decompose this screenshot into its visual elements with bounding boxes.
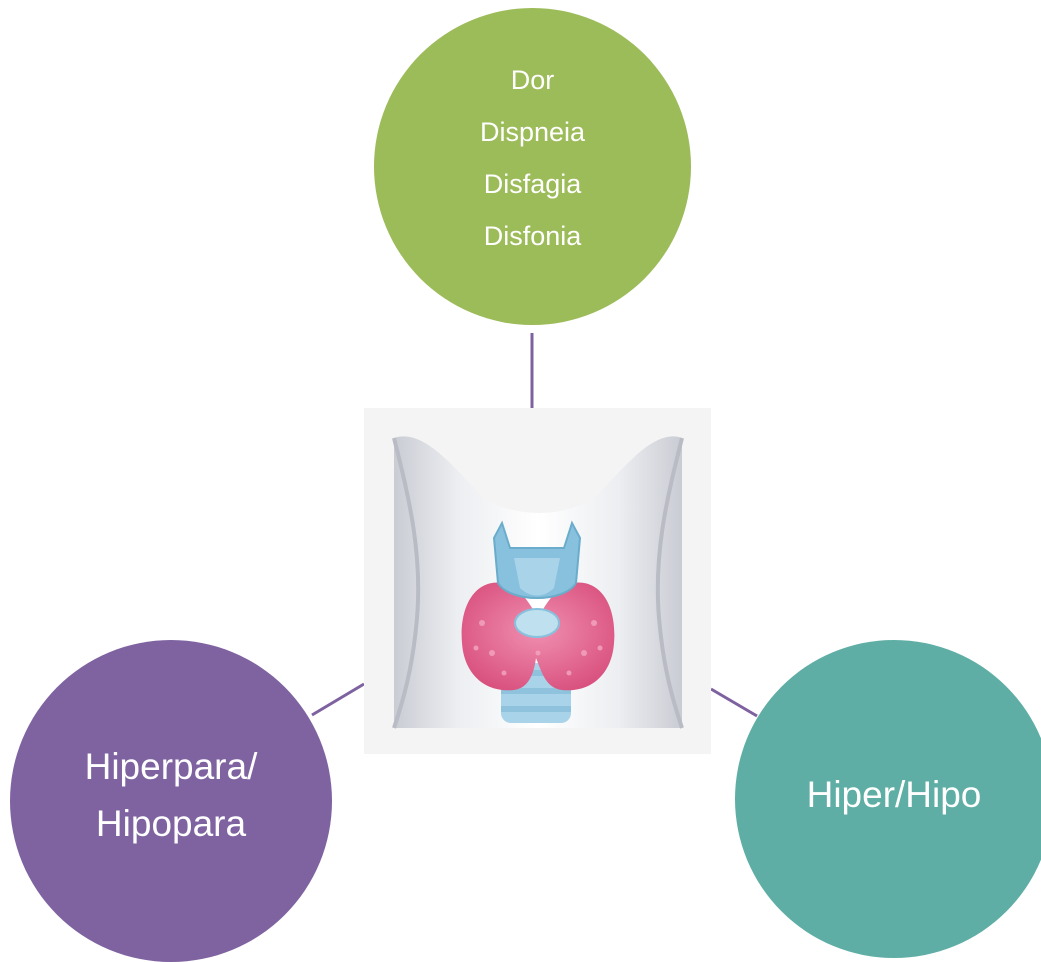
thyroid-image (364, 408, 711, 754)
thyroid-neck-illustration-icon (364, 408, 711, 754)
connector-right (711, 689, 757, 716)
thyroid-function-line: Hiper/Hipo (807, 770, 982, 820)
connector-left (312, 684, 364, 715)
symptom-line: Dispneia (480, 106, 585, 158)
symptom-line: Disfagia (484, 158, 582, 210)
parathyroid-line: Hiperpara/ (85, 738, 258, 795)
parathyroid-line: Hipopara (96, 795, 246, 852)
symptom-line: Dor (511, 54, 555, 106)
parathyroid-circle: Hiperpara/ Hipopara (10, 640, 332, 962)
symptoms-circle: Dor Dispneia Disfagia Disfonia (374, 8, 691, 325)
thyroid-function-circle: Hiper/Hipo (735, 640, 1041, 958)
symptom-line: Disfonia (484, 210, 582, 262)
